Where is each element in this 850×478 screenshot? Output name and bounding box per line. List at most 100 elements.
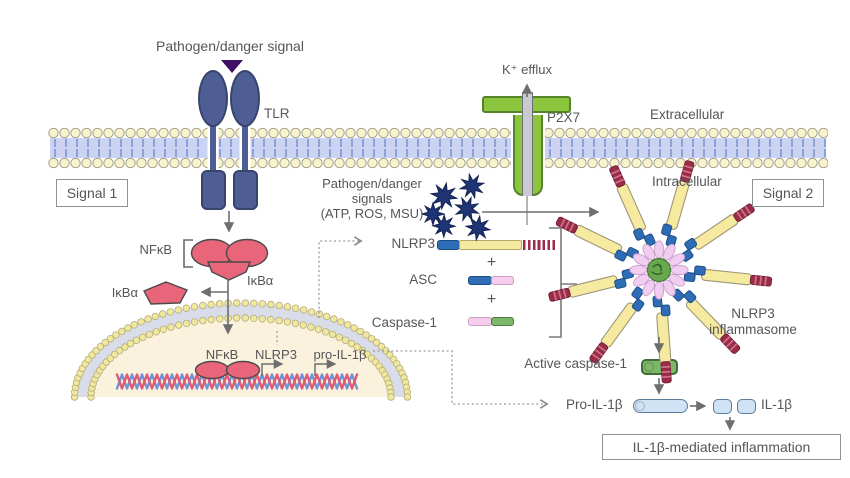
ikba-bound-icon — [206, 261, 252, 281]
asc-petal-icon — [662, 279, 676, 297]
nuclear-envelope-bead — [398, 369, 406, 377]
asc-petal — [653, 281, 665, 300]
active-caspase1-icon — [641, 359, 678, 375]
nuclear-envelope-bead — [385, 379, 393, 388]
lrr-stripe — [726, 339, 734, 348]
nfkb-subunit-icon — [225, 238, 269, 268]
asc-pyd-domain — [468, 276, 492, 285]
lrr-stripe — [564, 220, 570, 230]
membrane-inner-heads — [48, 157, 828, 169]
nuclear-envelope-bead — [207, 300, 215, 309]
nuclear-envelope-bead — [78, 364, 87, 373]
nuclear-envelope-bead — [395, 364, 404, 373]
inflammasome-label: NLRP3 inflammasome — [691, 306, 815, 337]
nuclear-envelope-bead — [322, 328, 330, 336]
danger-signal-star-icon — [458, 172, 486, 200]
lrr-stripe — [557, 290, 562, 300]
nuclear-envelope-bead — [344, 321, 352, 329]
nuclear-envelope-bead — [292, 304, 300, 312]
transcription-arrow — [314, 359, 337, 376]
caspase1-catalytic-domain — [491, 317, 514, 326]
nuclear-envelope-bead — [84, 355, 93, 364]
asc-petal — [629, 264, 648, 276]
nuclear-envelope-bead — [224, 299, 232, 307]
nuclear-envelope-bead — [182, 304, 190, 312]
nfkb-bracket — [183, 239, 193, 268]
nuclear-envelope-bead — [291, 319, 300, 328]
nuclear-envelope-bead — [250, 314, 258, 322]
nfkb-subunit-icon — [190, 238, 234, 268]
nuclear-envelope-bead — [330, 315, 338, 323]
lrr-stripe — [661, 375, 672, 379]
spoke-pyd — [683, 290, 697, 304]
tlr-receptor-icon — [230, 70, 260, 127]
nuclear-envelope-bead — [126, 339, 135, 348]
pro-il1b-label: Pro-IL-1β — [566, 397, 623, 412]
nuclear-envelope-bead — [350, 324, 358, 332]
lrr-stripe — [597, 345, 607, 352]
asc-petal-icon — [662, 243, 676, 261]
tlr-label: TLR — [264, 106, 290, 121]
nuclear-envelope-bead — [158, 310, 167, 318]
asc-petal-icon — [653, 240, 665, 259]
asc-petal-icon — [653, 281, 665, 300]
plus-sign: + — [486, 254, 497, 271]
spoke-pyd — [643, 233, 656, 247]
tlr-stem-right — [242, 122, 248, 172]
nuclear-envelope-bead — [381, 371, 389, 379]
asc-petal-icon — [632, 273, 650, 287]
membrane-tails-top — [50, 139, 826, 147]
ikba-bound-label: IκBα — [247, 273, 274, 288]
nuclear-envelope-bead — [93, 371, 101, 379]
nucleus-proil1b-label: pro-IL-1β — [313, 347, 367, 362]
spoke-pyd — [621, 268, 634, 280]
nucleus-nfkb-label: NFκB — [205, 347, 239, 362]
inflammasome-spoke — [661, 160, 695, 248]
spoke-nacht — [692, 214, 739, 250]
nuclear-envelope-bead — [382, 347, 390, 355]
asc-petal-icon — [632, 253, 650, 267]
asc-petal — [642, 243, 656, 261]
nuclear-envelope-bead — [87, 388, 95, 397]
signal2-box: Signal 2 — [752, 179, 824, 207]
nuclear-envelope-bead — [386, 351, 394, 359]
nuclear-envelope-bead — [92, 347, 100, 355]
nuclear-envelope-bead — [159, 325, 168, 333]
nuclear-envelope-bead — [139, 333, 147, 341]
tlr-cytoplasmic-domain — [201, 170, 226, 210]
lrr-stripe — [722, 336, 731, 344]
nuclear-envelope-bead — [283, 318, 292, 326]
nuclear-envelope-bead — [258, 300, 267, 308]
nuclear-envelope-bead — [144, 315, 152, 323]
spoke-pyd — [660, 304, 671, 317]
nuclear-envelope-bead — [307, 323, 315, 331]
nuclear-envelope-bead — [347, 339, 356, 348]
nuclear-envelope-bead — [121, 343, 129, 351]
ikba-released-icon — [143, 281, 188, 305]
cell-membrane — [48, 127, 828, 169]
tlr-cytoplasmic-domain — [233, 170, 258, 210]
nuclear-envelope-bead — [71, 383, 80, 391]
asc-petal-icon — [668, 273, 686, 287]
nlrp3-pyd-domain — [437, 240, 460, 250]
nuclear-envelope-bead — [375, 362, 383, 370]
nuclear-envelope-bead — [95, 366, 104, 375]
asc-petal — [662, 279, 676, 297]
asc-petal — [653, 240, 665, 259]
nuclear-envelope-bead — [101, 338, 109, 347]
nuclear-envelope-bead — [383, 375, 391, 383]
nuclear-envelope-bead — [267, 300, 275, 309]
p2x7-label: P2X7 — [547, 110, 581, 125]
spoke-pyd — [683, 271, 696, 283]
spoke-pyd — [684, 237, 698, 251]
spoke-pyd — [614, 249, 628, 262]
asc-petal — [632, 273, 650, 287]
spoke-nacht — [700, 268, 753, 286]
dotted-arrow-nlrp3-expression — [318, 236, 363, 318]
lrr-stripe — [744, 205, 752, 215]
nuclear-envelope-bead — [232, 314, 241, 322]
caspase1-card-domain — [468, 317, 492, 326]
nuclear-envelope-bead — [377, 342, 386, 351]
lrr-stripe — [553, 291, 557, 301]
spoke-pyd — [665, 234, 677, 248]
